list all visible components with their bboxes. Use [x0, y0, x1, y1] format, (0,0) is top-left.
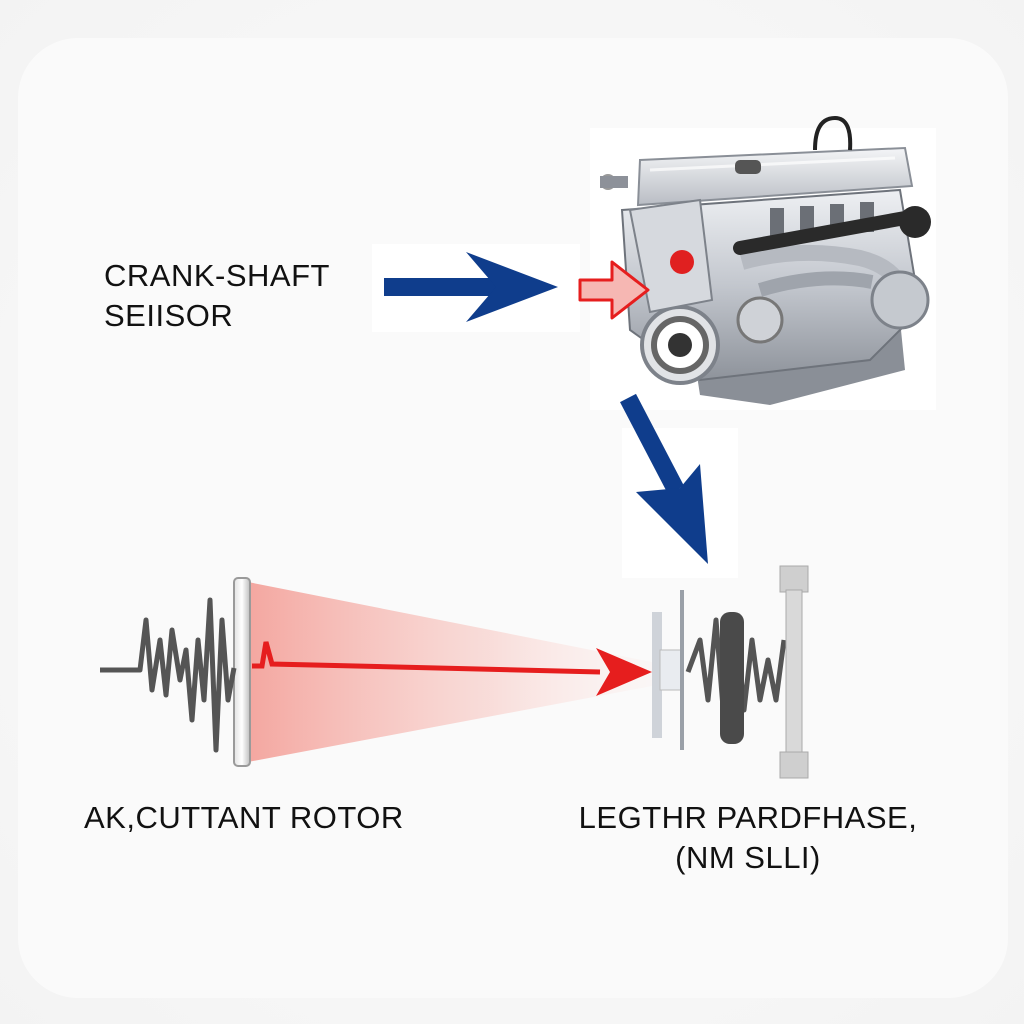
sensor-beam	[248, 582, 652, 762]
red-signal-arrow-icon	[252, 641, 652, 696]
crankshaft-sensor-label: CRANK-SHAFT SEIISOR	[104, 256, 330, 336]
rotor-label: AK,CUTTANT ROTOR	[84, 800, 404, 835]
phase-label-line-2: (NM SLLI)	[675, 840, 821, 875]
crankshaft-sensor-label-line-2: SEIISOR	[104, 298, 234, 333]
phase-label: LEGTHR PARDFHASE, (NM SLLI)	[568, 798, 928, 878]
blue-arrow-right-icon	[384, 252, 558, 322]
phase-sensor-icon	[652, 565, 809, 779]
crankshaft-sensor-label-line-1: CRANK-SHAFT	[104, 258, 330, 293]
phase-label-line-1: LEGTHR PARDFHASE,	[578, 800, 918, 835]
engine-block-icon	[600, 115, 931, 405]
red-sensor-arrow-icon	[578, 260, 650, 320]
left-signal-waveform	[100, 597, 237, 753]
blue-arrow-down-icon	[620, 393, 708, 564]
rotor-disc-icon	[233, 577, 251, 767]
